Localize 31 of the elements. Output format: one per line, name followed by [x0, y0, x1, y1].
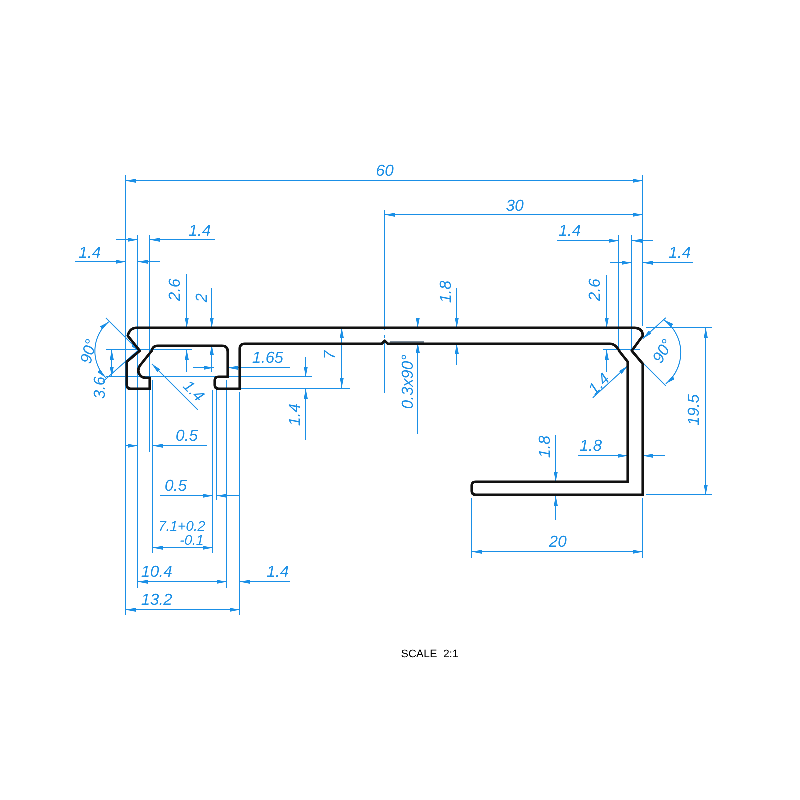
dimension-value: 1.4 — [179, 378, 207, 406]
dimension-value: 0.5 — [176, 429, 198, 445]
dimension-value: 19.5 — [687, 394, 703, 426]
dimension-value: 2.6 — [588, 278, 604, 302]
dimension-value: 2.6 — [168, 278, 184, 302]
dimension-value: 1.4 — [78, 246, 102, 262]
dimension-value: -0.1 — [180, 533, 204, 547]
dimension-value: 1.8 — [538, 436, 554, 458]
dimension-value: 7 — [323, 350, 339, 360]
dimension-value: 1.4 — [288, 404, 304, 426]
dimension-value: 1.4 — [668, 246, 692, 262]
dimension-value: 3.6 — [93, 376, 109, 400]
dimension-value: 7.1+0.2 — [158, 519, 206, 533]
dimension-value: 1.8 — [439, 280, 455, 304]
dimension-value: 10.4 — [141, 565, 173, 581]
dimension-value: 0.5 — [164, 479, 188, 495]
dimension-value: 1.8 — [580, 439, 602, 455]
dimension-value: 2 — [195, 294, 211, 302]
dimension-value: 13.2 — [141, 593, 173, 609]
dimension-value: 60 — [376, 164, 394, 180]
dimension-value: 1.65 — [252, 351, 284, 367]
dimension-value: 90° — [651, 338, 677, 366]
dimension-value: 1.4 — [266, 565, 290, 581]
dimension-value: 1.4 — [558, 224, 582, 240]
dimension-value: 1.4 — [188, 224, 212, 240]
dimension-value: 90° — [79, 338, 101, 366]
dimension-value: 20 — [549, 535, 567, 551]
dimension-value: 30 — [506, 199, 524, 215]
dimension-value: 0.3x90° — [401, 354, 417, 410]
dimension-value: 1.4 — [586, 371, 614, 399]
scale-note: SCALE 2:1 — [401, 650, 459, 660]
